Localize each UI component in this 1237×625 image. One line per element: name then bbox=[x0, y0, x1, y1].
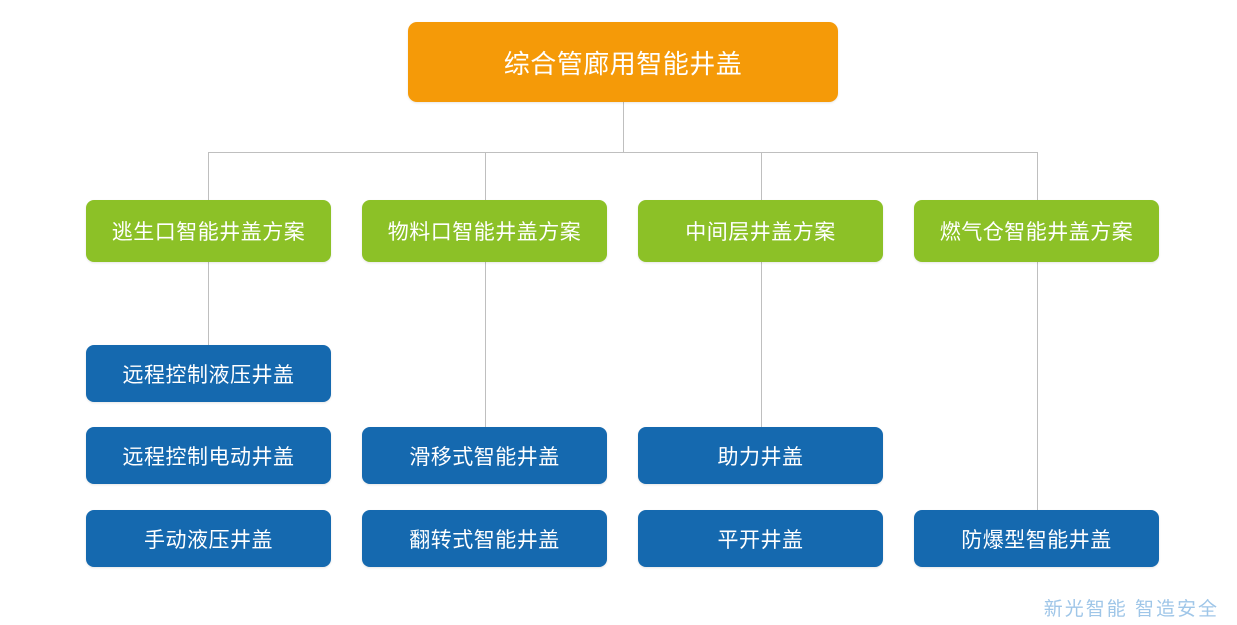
connector-category-2-spine bbox=[485, 262, 486, 427]
leaf-node-manual-hydraulic-cover[interactable]: 手动液压井盖 bbox=[86, 510, 331, 567]
category-node-middle-layer[interactable]: 中间层井盖方案 bbox=[638, 200, 883, 262]
leaf-node-remote-electric-cover[interactable]: 远程控制电动井盖 bbox=[86, 427, 331, 484]
leaf-node-explosion-proof-cover[interactable]: 防爆型智能井盖 bbox=[914, 510, 1159, 567]
connector-category-3-spine bbox=[761, 262, 762, 427]
footer-watermark: 新光智能 智造安全 bbox=[1043, 599, 1219, 620]
leaf-node-sliding-smart-cover[interactable]: 滑移式智能井盖 bbox=[362, 427, 607, 484]
connector-category-1-spine bbox=[208, 262, 209, 345]
connector-bus-to-category-1 bbox=[208, 152, 209, 200]
connector-bus-to-category-2 bbox=[485, 152, 486, 200]
connector-category-4-spine bbox=[1037, 262, 1038, 510]
connector-horizontal-bus bbox=[208, 152, 1038, 153]
leaf-node-flip-smart-cover[interactable]: 翻转式智能井盖 bbox=[362, 510, 607, 567]
connector-root-stem bbox=[623, 102, 624, 153]
leaf-node-swing-open-cover[interactable]: 平开井盖 bbox=[638, 510, 883, 567]
leaf-node-assisted-cover[interactable]: 助力井盖 bbox=[638, 427, 883, 484]
category-node-escape-hatch[interactable]: 逃生口智能井盖方案 bbox=[86, 200, 331, 262]
category-node-material-hatch[interactable]: 物料口智能井盖方案 bbox=[362, 200, 607, 262]
leaf-node-remote-hydraulic-cover[interactable]: 远程控制液压井盖 bbox=[86, 345, 331, 402]
category-node-gas-chamber[interactable]: 燃气仓智能井盖方案 bbox=[914, 200, 1159, 262]
connector-bus-to-category-4 bbox=[1037, 152, 1038, 200]
root-node[interactable]: 综合管廊用智能井盖 bbox=[408, 22, 838, 102]
connector-bus-to-category-3 bbox=[761, 152, 762, 200]
